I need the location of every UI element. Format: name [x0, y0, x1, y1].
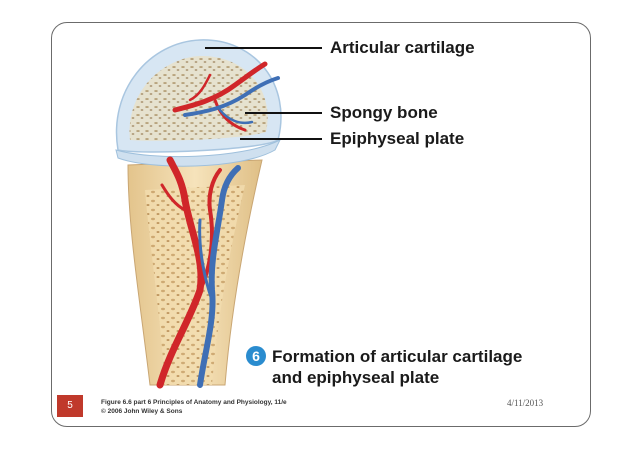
- slide-number: 5: [57, 395, 83, 417]
- figure-credit: Figure 6.6 part 6 Principles of Anatomy …: [101, 398, 287, 416]
- caption-line-2: and epiphyseal plate: [272, 368, 440, 387]
- label-epiphyseal-plate: Epiphyseal plate: [330, 129, 465, 148]
- blood-vessels: [156, 61, 280, 389]
- label-articular-cartilage: Articular cartilage: [330, 38, 475, 57]
- bone-shaft: [127, 159, 263, 386]
- epiphyseal-plate: [115, 138, 282, 167]
- caption-line-1: Formation of articular cartilage: [272, 347, 523, 366]
- articular-cartilage: [115, 39, 282, 153]
- slide-date: 4/11/2013: [507, 398, 544, 408]
- step-badge: 6: [246, 346, 266, 366]
- credit-line-1: Figure 6.6 part 6 Principles of Anatomy …: [101, 399, 287, 406]
- leader-lines: [205, 47, 322, 140]
- label-spongy-bone: Spongy bone: [330, 103, 438, 122]
- credit-line-2: © 2006 John Wiley & Sons: [101, 408, 183, 415]
- caption-title: Formation of articular cartilage and epi…: [272, 346, 522, 388]
